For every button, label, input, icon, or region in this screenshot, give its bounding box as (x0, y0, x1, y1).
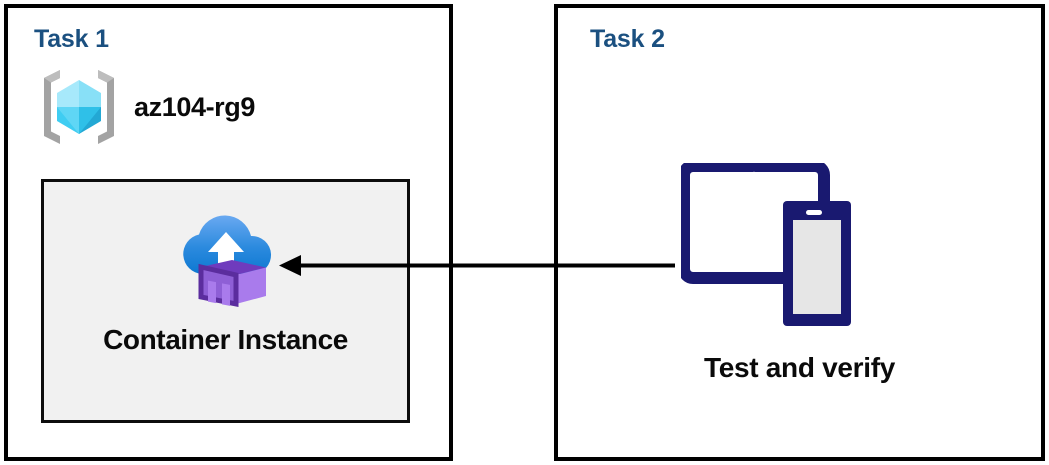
test-and-verify-label: Test and verify (703, 352, 896, 383)
panel-title-task-2: Task 2 (590, 25, 665, 53)
panel-title-task-1: Task 1 (34, 25, 109, 53)
panel-task-1: Task 1 (4, 4, 453, 461)
arrow-task2-to-task1 (279, 255, 675, 276)
resource-group-row: az104-rg9 (38, 68, 255, 146)
resource-group-icon (44, 70, 114, 144)
resource-group-label: az104-rg9 (134, 91, 255, 122)
tablet-and-phone-icon (681, 163, 851, 326)
container-instance-box: Container Instance (41, 179, 410, 423)
container-instance-icon (182, 215, 271, 308)
container-instance-label: Container Instance (103, 324, 348, 355)
